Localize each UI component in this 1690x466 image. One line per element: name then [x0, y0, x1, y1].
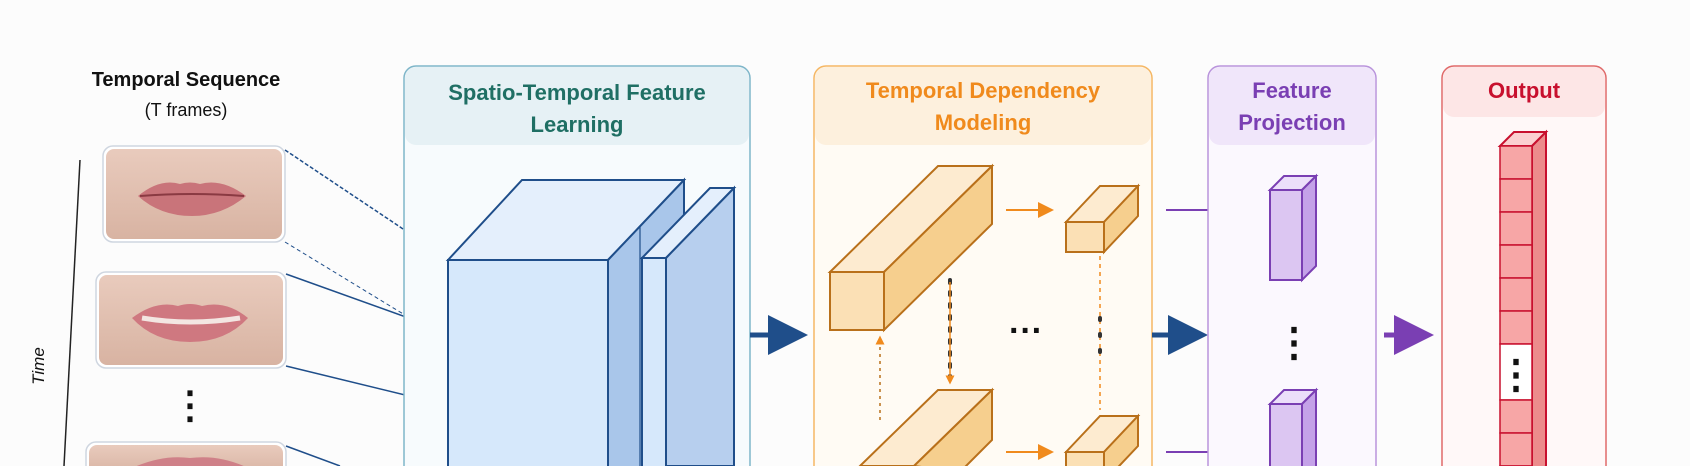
- fp-vector-bottom: [1267, 387, 1319, 466]
- output-title: Output: [1488, 78, 1561, 103]
- input-subtitle: (T frames): [145, 100, 228, 120]
- input-title: Temporal Sequence: [92, 69, 281, 91]
- tdm-title-line2: Modeling: [935, 110, 1032, 135]
- fp-title-line1: Feature: [1252, 78, 1331, 103]
- tdm-title-line1: Temporal Dependency: [866, 78, 1101, 103]
- panel-spatio-temporal: Spatio-Temporal Feature Learning: [403, 65, 751, 466]
- tdm-block-small-bottom: [1063, 413, 1141, 466]
- tdm-block-large-top: [827, 163, 995, 333]
- lip-frame-1: [102, 145, 286, 243]
- output-sequence-stack: ⋮: [1496, 129, 1549, 466]
- stfl-title-line2: Learning: [531, 112, 624, 137]
- fp-vector-top: [1267, 173, 1319, 283]
- output-ellipsis: ⋮: [1496, 353, 1536, 397]
- frame3-arrow: [285, 445, 341, 466]
- tdm-block-small-top: [1063, 183, 1141, 255]
- stfl-title-line1: Spatio-Temporal Feature: [448, 80, 706, 105]
- panel-feature-projection: Feature Projection ⋮: [1207, 65, 1377, 466]
- lip-frame-3: [85, 441, 287, 466]
- fp-title-line2: Projection: [1238, 110, 1346, 135]
- feature-slab: [639, 185, 737, 466]
- panel-output: Output ⋮: [1441, 65, 1607, 466]
- input-sequence: Temporal Sequence (T frames) Time ⋮: [29, 69, 447, 466]
- tdm-block-large-bottom: [858, 387, 995, 466]
- panel-temporal-dependency: Temporal Dependency Modeling: [813, 65, 1153, 466]
- frames-ellipsis: ⋮: [171, 385, 209, 427]
- fp-ellipsis: ⋮: [1274, 321, 1314, 365]
- time-axis-line: [63, 159, 81, 466]
- lip-frame-2: [95, 271, 287, 369]
- conv3d-block: [445, 177, 687, 466]
- time-axis-label: Time: [29, 347, 48, 385]
- tdm-ellipsis: ···: [1009, 312, 1043, 350]
